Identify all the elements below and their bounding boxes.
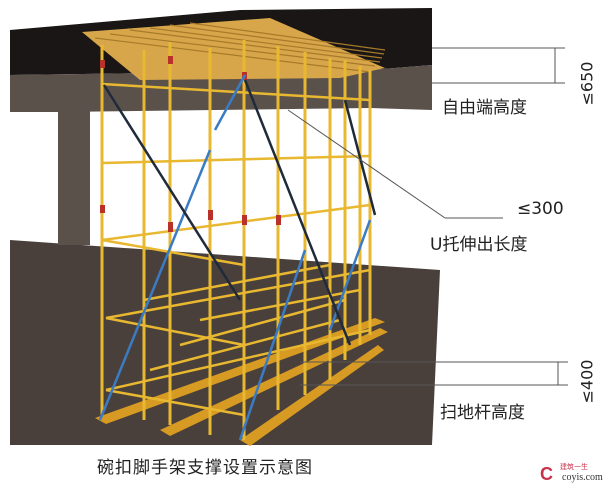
figure-caption: 碗扣脚手架支撑设置示意图 (97, 458, 313, 478)
u-support-extension-label: U托伸出长度 (430, 235, 528, 255)
sweep-rod-height-limit: ≤400 (577, 359, 597, 404)
dark-braces (102, 79, 377, 346)
vertical-poles (100, 40, 372, 440)
u-support-limit: ≤300 (517, 199, 564, 219)
free-end-height-label: 自由端高度 (442, 98, 527, 118)
blue-braces (98, 74, 372, 441)
callout-lines (287, 47, 568, 386)
watermark-url: coyis.com (562, 472, 603, 483)
watermark-logo-icon: C (540, 464, 553, 484)
free-end-height-limit: ≤650 (577, 61, 597, 106)
concrete-column (58, 110, 90, 245)
horizontal-ledgers (101, 82, 371, 417)
watermark: C 建筑一生 coyis.com (540, 462, 614, 492)
sweep-rod-height-label: 扫地杆高度 (440, 403, 525, 423)
watermark-brand: 建筑一生 (560, 463, 588, 471)
